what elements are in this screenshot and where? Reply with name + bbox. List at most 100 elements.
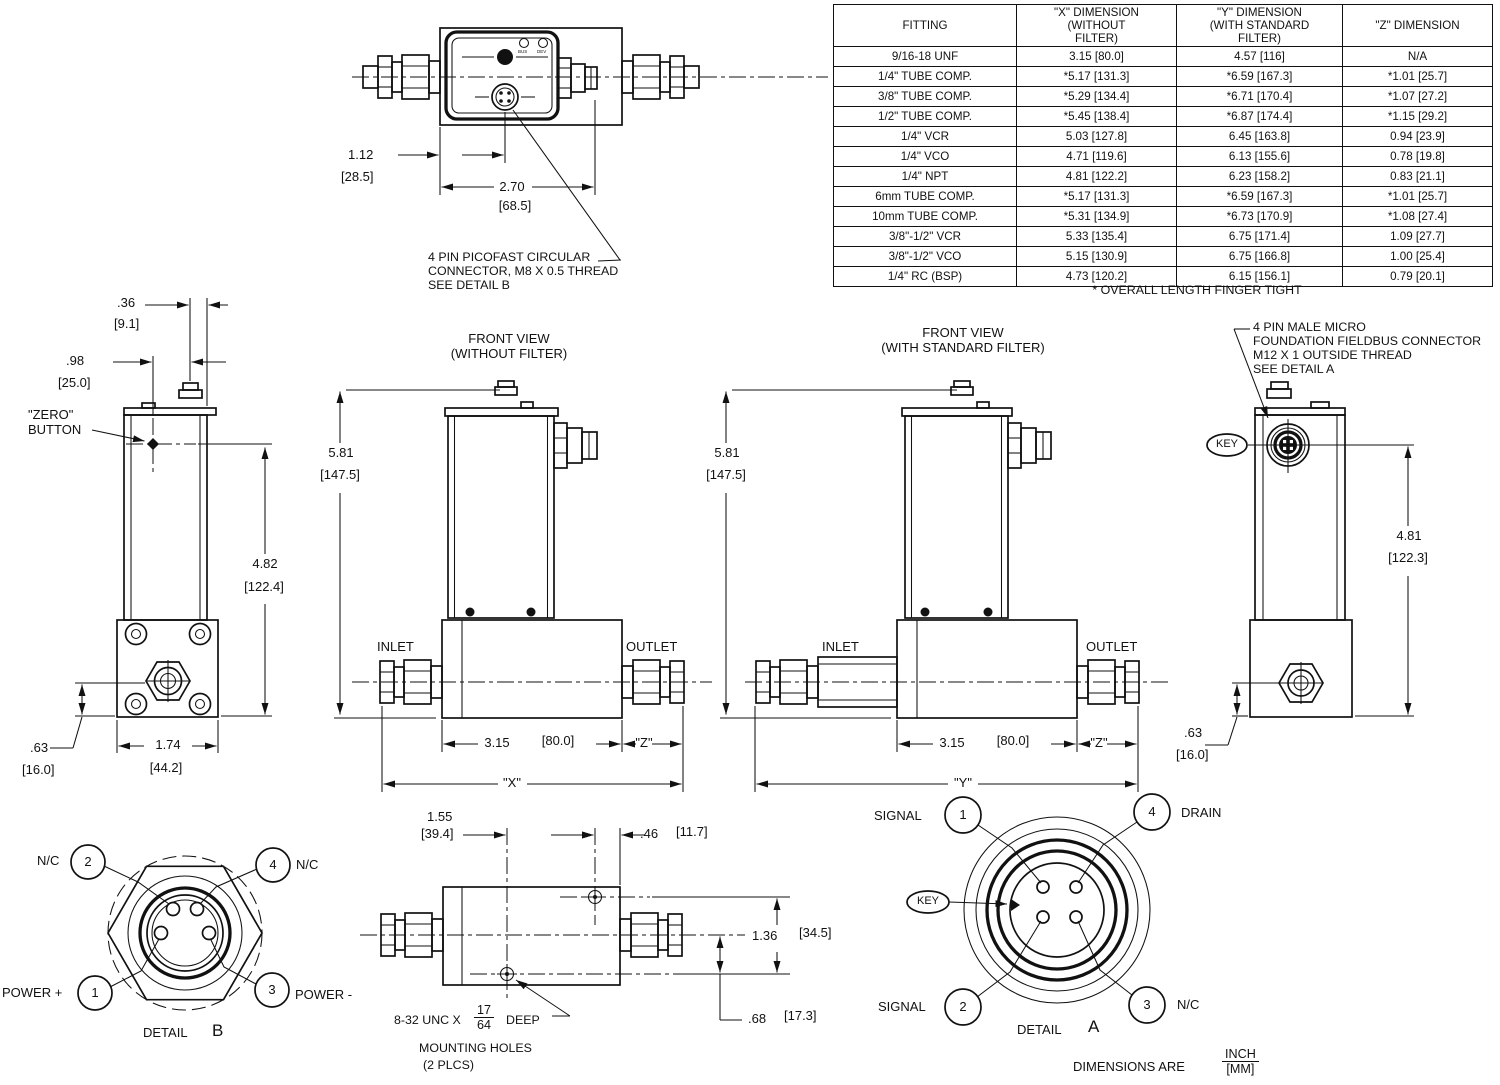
detail-b-label: DETAIL xyxy=(143,1025,188,1040)
zero-button-top-icon xyxy=(497,49,513,65)
dim-155-in: 1.55 xyxy=(427,809,453,824)
z-dim-label: "Z" xyxy=(635,735,653,750)
table-cell: *1.15 [29.2] xyxy=(1342,106,1493,127)
bus-led-icon xyxy=(518,37,530,49)
table-cell: 10mm TUBE COMP. xyxy=(833,206,1017,227)
col-y-dimension: "Y" DIMENSION (WITH STANDARD FILTER) xyxy=(1176,4,1343,47)
dim-46-mm: [11.7] xyxy=(676,824,708,839)
table-cell: *6.87 [174.4] xyxy=(1176,106,1343,127)
table-cell: 3/8" TUBE COMP. xyxy=(833,86,1017,107)
table-cell: *5.29 [134.4] xyxy=(1016,86,1177,107)
table-cell: 6.75 [171.4] xyxy=(1176,226,1343,247)
dim-1-12-in: 1.12 xyxy=(348,147,374,162)
dim-63-mm: [16.0] xyxy=(1176,747,1209,762)
pin2-number: 2 xyxy=(959,999,967,1014)
front-view-2-title: FRONT VIEW (WITH STANDARD FILTER) xyxy=(881,325,1045,355)
table-cell: 4.71 [119.6] xyxy=(1016,146,1177,167)
table-row: 3/8" TUBE COMP.*5.29 [134.4]*6.71 [170.4… xyxy=(833,86,1493,107)
table-cell: 1/4" VCO xyxy=(833,146,1017,167)
table-cell: 3/8"-1/2" VCO xyxy=(833,246,1017,267)
fraction-denominator: 64 xyxy=(477,1018,492,1033)
front-view-with-filter xyxy=(720,380,1168,792)
table-footnote: * OVERALL LENGTH FINGER TIGHT xyxy=(1092,283,1302,297)
pin1-function-label: SIGNAL xyxy=(874,808,922,823)
key-label: KEY xyxy=(1215,438,1239,450)
table-cell: 3.15 [80.0] xyxy=(1016,46,1177,67)
pin3-callout xyxy=(254,972,290,1008)
top-view xyxy=(352,27,828,262)
units-fraction: INCH [MM] xyxy=(1222,1047,1259,1077)
table-cell: 5.03 [127.8] xyxy=(1016,126,1177,147)
table-cell: 1.00 [25.4] xyxy=(1342,246,1493,267)
table-row: 1/4" TUBE COMP.*5.17 [131.3]*6.59 [167.3… xyxy=(833,66,1493,87)
pin1-callout xyxy=(944,796,982,834)
dim-174-in: 1.74 xyxy=(155,737,181,752)
mounting-holes-label: MOUNTING HOLES xyxy=(419,1041,532,1055)
table-cell: *6.71 [170.4] xyxy=(1176,86,1343,107)
right-side-view xyxy=(1205,328,1414,746)
col-fitting: FITTING xyxy=(833,4,1017,47)
dim-482-in: 4.82 xyxy=(252,556,278,571)
dim-481-mm: [122.3] xyxy=(1388,550,1428,566)
pin3-function-label: N/C xyxy=(1177,997,1200,1012)
pin4-function-label: DRAIN xyxy=(1181,805,1222,820)
col-z-dimension: "Z" DIMENSION xyxy=(1342,4,1493,47)
outlet-label: OUTLET xyxy=(626,639,678,654)
pin2-callout xyxy=(944,988,982,1026)
detail-a-letter: A xyxy=(1088,1017,1100,1036)
table-cell: 3/8"-1/2" VCR xyxy=(833,226,1017,247)
z-dim-label: "Z" xyxy=(1090,735,1108,750)
zero-button-label: "ZERO" BUTTON xyxy=(28,407,82,437)
table-cell: *1.01 [25.7] xyxy=(1342,66,1493,87)
dev-led-label: DEV xyxy=(537,49,547,54)
dim-581-in: 5.81 xyxy=(328,445,354,461)
table-cell: *5.17 [131.3] xyxy=(1016,186,1177,207)
pin4-callout xyxy=(255,847,291,883)
table-cell: 5.33 [135.4] xyxy=(1016,226,1177,247)
table-cell: 0.79 [20.1] xyxy=(1342,266,1493,287)
fieldbus-connector-icon xyxy=(1266,423,1310,467)
mounting-holes-places: (2 PLCS) xyxy=(423,1058,474,1072)
zero-button-icon xyxy=(147,438,159,450)
dim-2-70-mm: [68.5] xyxy=(498,198,532,213)
dim-136-mm: [34.5] xyxy=(799,925,832,940)
dim-63-mm: [16.0] xyxy=(22,762,55,777)
picofast-connector-note: 4 PIN PICOFAST CIRCULAR CONNECTOR, M8 X … xyxy=(428,250,619,293)
pin4-number: 4 xyxy=(1148,804,1156,819)
table-cell: *1.08 [27.4] xyxy=(1342,206,1493,227)
dim-315-in: 3.15 xyxy=(484,735,510,750)
table-row: 1/2" TUBE COMP.*5.45 [138.4]*6.87 [174.4… xyxy=(833,106,1493,127)
pin3-number: 3 xyxy=(1143,997,1151,1012)
thread-depth-fraction: 17 64 xyxy=(474,1003,495,1033)
table-cell: 4.57 [116] xyxy=(1176,46,1343,67)
table-cell: 6.45 [163.8] xyxy=(1176,126,1343,147)
pin2-function-label: SIGNAL xyxy=(878,999,926,1014)
dimensions-are-label: DIMENSIONS ARE xyxy=(1073,1059,1185,1074)
table-cell: *6.73 [170.9] xyxy=(1176,206,1343,227)
front-view-1-title: FRONT VIEW (WITHOUT FILTER) xyxy=(450,331,568,361)
table-cell: 1/2" TUBE COMP. xyxy=(833,106,1017,127)
key-callout xyxy=(1206,433,1248,457)
pin1-number: 1 xyxy=(959,807,967,822)
fraction-numerator: 17 xyxy=(474,1003,495,1019)
inlet-label: INLET xyxy=(377,639,414,654)
dim-98-in: .98 xyxy=(66,353,85,368)
pin4-number: 4 xyxy=(269,857,277,872)
detail-a xyxy=(906,793,1171,1026)
dim-68-in: .68 xyxy=(748,1011,767,1026)
dim-315-in: 3.15 xyxy=(939,735,965,750)
dim-46-in: .46 xyxy=(640,826,659,841)
table-cell: 6.23 [158.2] xyxy=(1176,166,1343,187)
table-cell: 4.81 [122.2] xyxy=(1016,166,1177,187)
pin2-callout xyxy=(70,844,106,880)
dim-174-mm: [44.2] xyxy=(149,760,183,775)
inlet-label: INLET xyxy=(822,639,859,654)
dim-482-mm: [122.4] xyxy=(244,579,284,594)
dim-581-mm: [147.5] xyxy=(706,467,746,483)
key-notch-icon xyxy=(1011,899,1020,911)
